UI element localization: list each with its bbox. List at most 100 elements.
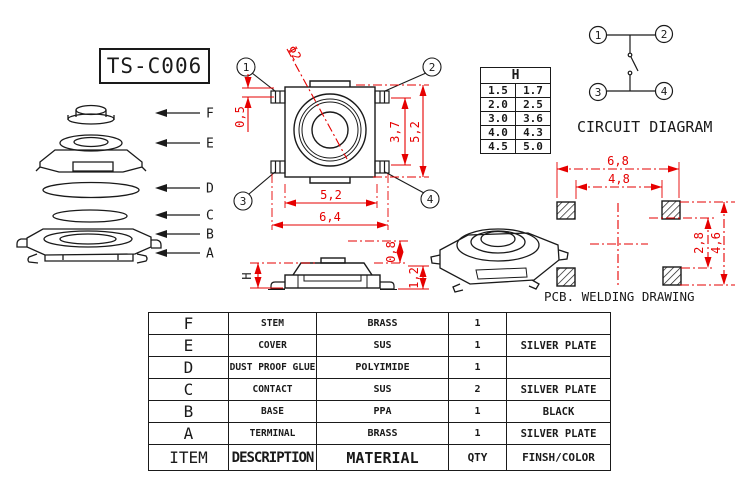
pcb-welding-caption: PCB. WELDING DRAWING — [544, 289, 695, 304]
side-view-dimensions: H 0,8 1,2 — [240, 240, 429, 290]
circuit-pin-number: 1 — [595, 29, 602, 42]
h-cell: 4.5 — [480, 139, 516, 154]
callout-label: E — [206, 137, 214, 152]
pin-number: 2 — [429, 61, 436, 74]
qty-cell: 1 — [448, 400, 507, 423]
switch-lever — [630, 56, 639, 72]
table-row: 4.0 4.3 — [480, 125, 551, 140]
h-cell: 1.7 — [515, 83, 551, 98]
cover-part — [35, 134, 147, 173]
solder-pad — [556, 201, 576, 220]
table-row: 2.0 2.5 — [480, 97, 551, 112]
table-row: E COVER SUS 1 SILVER PLATE — [148, 334, 611, 357]
circuit-pin-number: 3 — [595, 86, 602, 99]
h-header: H — [480, 67, 551, 84]
dim-inner-width: 5,2 — [320, 188, 342, 202]
description-cell: BASE — [228, 400, 317, 423]
dim-outer-width: 6,4 — [319, 210, 341, 224]
pin-number: 3 — [240, 195, 247, 208]
dim-diameter: Φ2 — [285, 43, 304, 62]
qty-cell: 1 — [448, 334, 507, 357]
material-cell: PPA — [316, 400, 449, 423]
qty-cell: 2 — [448, 378, 507, 401]
h-cell: 3.6 — [515, 111, 551, 126]
callout-C: C — [155, 209, 214, 224]
item-cell: E — [148, 334, 229, 357]
item-header: ITEM — [148, 444, 229, 471]
solder-pad — [661, 200, 681, 220]
item-cell: C — [148, 378, 229, 401]
qty-header: QTY — [448, 444, 507, 471]
h-cell: 2.5 — [515, 97, 551, 112]
h-cell: 4.3 — [515, 125, 551, 140]
qty-cell: 1 — [448, 422, 507, 445]
dim-base-height: 1,2 — [407, 267, 421, 289]
item-cell: F — [148, 312, 229, 335]
table-header-row: ITEM DESCRIPTION MATERIAL QTY FINSH/COLO… — [148, 444, 611, 471]
callout-A: A — [155, 247, 214, 262]
dim-stem-height: 0,8 — [384, 241, 398, 263]
dim-pin-offset: 0,5 — [233, 106, 247, 128]
item-cell: B — [148, 400, 229, 423]
qty-cell: 1 — [448, 356, 507, 379]
material-cell: BRASS — [316, 422, 449, 445]
contact-part — [52, 209, 128, 223]
table-row: 1.5 1.7 — [480, 83, 551, 98]
description-cell: CONTACT — [228, 378, 317, 401]
dim-height-h: H — [240, 272, 254, 279]
finish-cell — [506, 356, 611, 379]
table-row: A TERMINAL BRASS 1 SILVER PLATE — [148, 422, 611, 445]
side-view-body — [268, 257, 397, 290]
h-cell: 3.0 — [480, 111, 516, 126]
dim-inner-height: 3,7 — [388, 121, 402, 143]
description-cell: DUST PROOF GLUE — [228, 356, 317, 379]
pcb-dim-outer-height: 4,6 — [709, 232, 723, 254]
callout-label: F — [206, 107, 214, 122]
circuit-pin-number: 2 — [661, 28, 668, 41]
pcb-dim-outer-width: 6,8 — [607, 154, 629, 168]
description-cell: STEM — [228, 312, 317, 335]
table-row: 4.5 5.0 — [480, 139, 551, 154]
pcb-dimensions: 6,8 4,8 2,8 4,6 — [556, 154, 735, 286]
table-row: D DUST PROOF GLUE POLYIMIDE 1 — [148, 356, 611, 379]
part-number: TS-C006 — [106, 54, 203, 78]
description-cell: TERMINAL — [228, 422, 317, 445]
top-view-body — [270, 80, 390, 184]
description-header: DESCRIPTION — [228, 444, 317, 471]
material-cell: POLYIMIDE — [316, 356, 449, 379]
exploded-parts — [16, 104, 162, 264]
part-callouts: F E D C B A — [155, 107, 214, 262]
base-part — [26, 228, 152, 262]
finish-header: FINSH/COLOR — [506, 444, 611, 471]
material-header: MATERIAL — [316, 444, 449, 471]
dust-proof-glue-part — [42, 181, 140, 199]
table-row: F STEM BRASS 1 — [148, 312, 611, 335]
callout-label: D — [206, 182, 214, 197]
material-cell: BRASS — [316, 312, 449, 335]
h-cell: 5.0 — [515, 139, 551, 154]
finish-cell: SILVER PLATE — [506, 378, 611, 401]
callout-label: C — [206, 209, 214, 224]
dim-outer-height: 5,2 — [408, 121, 422, 143]
terminal-part — [16, 238, 162, 264]
pcb-welding-drawing: 6,8 4,8 2,8 4,6 — [556, 154, 735, 287]
finish-cell — [506, 312, 611, 335]
circuit-diagram-caption: CIRCUIT DIAGRAM — [577, 118, 713, 136]
material-cell: SUS — [316, 334, 449, 357]
solder-pad — [662, 266, 682, 286]
callout-D: D — [155, 182, 214, 197]
exploded-view-drawing: F E D C B A — [16, 104, 214, 264]
h-cell: 4.0 — [480, 125, 516, 140]
stem-part — [67, 104, 115, 125]
h-cell: 1.5 — [480, 83, 516, 98]
circuit-pin-number: 4 — [661, 85, 668, 98]
table-row: B BASE PPA 1 BLACK — [148, 400, 611, 423]
dimension-views-drawing: 1 2 3 4 — [233, 43, 442, 290]
callout-F: F — [155, 107, 214, 122]
finish-cell: BLACK — [506, 400, 611, 423]
table-row: C CONTACT SUS 2 SILVER PLATE — [148, 378, 611, 401]
part-number-box: TS-C006 — [99, 48, 210, 84]
pin-number: 4 — [427, 193, 434, 206]
callout-B: B — [155, 228, 214, 243]
